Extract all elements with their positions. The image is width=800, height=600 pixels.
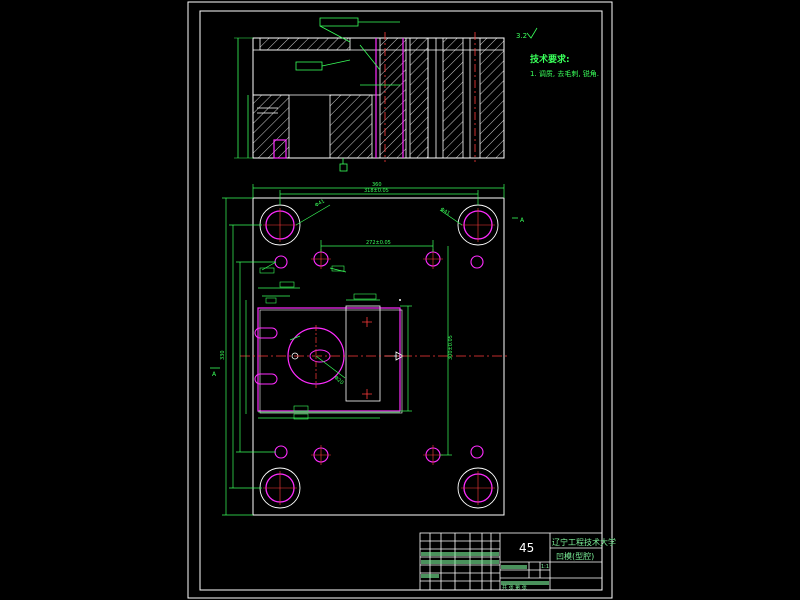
title-material: 45 — [519, 541, 534, 555]
tech-requirements-title: 技术要求: — [530, 53, 570, 65]
title-block-fill — [421, 552, 549, 585]
plan-view: 360 318±0.05 272±0.05 Φ41 Φ41 300±0.05 3… — [210, 182, 525, 516]
title-block — [419, 532, 603, 591]
dim-hole-tl: Φ41 — [314, 198, 326, 208]
cut-marker-right: A — [520, 217, 525, 224]
sheet-inner-border — [199, 10, 603, 591]
title-school: 辽宁工程技术大学 — [552, 537, 616, 547]
roughness-symbol: 3.2 — [516, 32, 527, 40]
title-sheet-info: 共 张 第 张 — [502, 584, 527, 591]
tech-requirement-1: 1. 调质, 去毛刺, 锐角. — [530, 69, 599, 78]
dim-hole-tr: Φ41 — [439, 207, 451, 217]
dim-top-overall: 360 — [372, 182, 382, 188]
sheet-outer-border — [187, 1, 613, 599]
title-part-name: 凹模(型腔) — [556, 551, 594, 561]
cut-marker-left: A — [212, 371, 217, 378]
title-scale: 1:1 — [541, 564, 549, 570]
dim-bolt-span: 272±0.05 — [366, 240, 391, 246]
dim-top-inner: 318±0.05 — [364, 188, 389, 194]
dim-left-vertical: 330 — [220, 350, 226, 360]
dim-hole-b: Φ20 — [333, 375, 345, 386]
section-view — [234, 17, 505, 172]
dim-right-vertical: 300±0.05 — [448, 335, 454, 360]
hole-centerlines — [263, 208, 495, 505]
roughness-check-icon — [526, 27, 538, 39]
